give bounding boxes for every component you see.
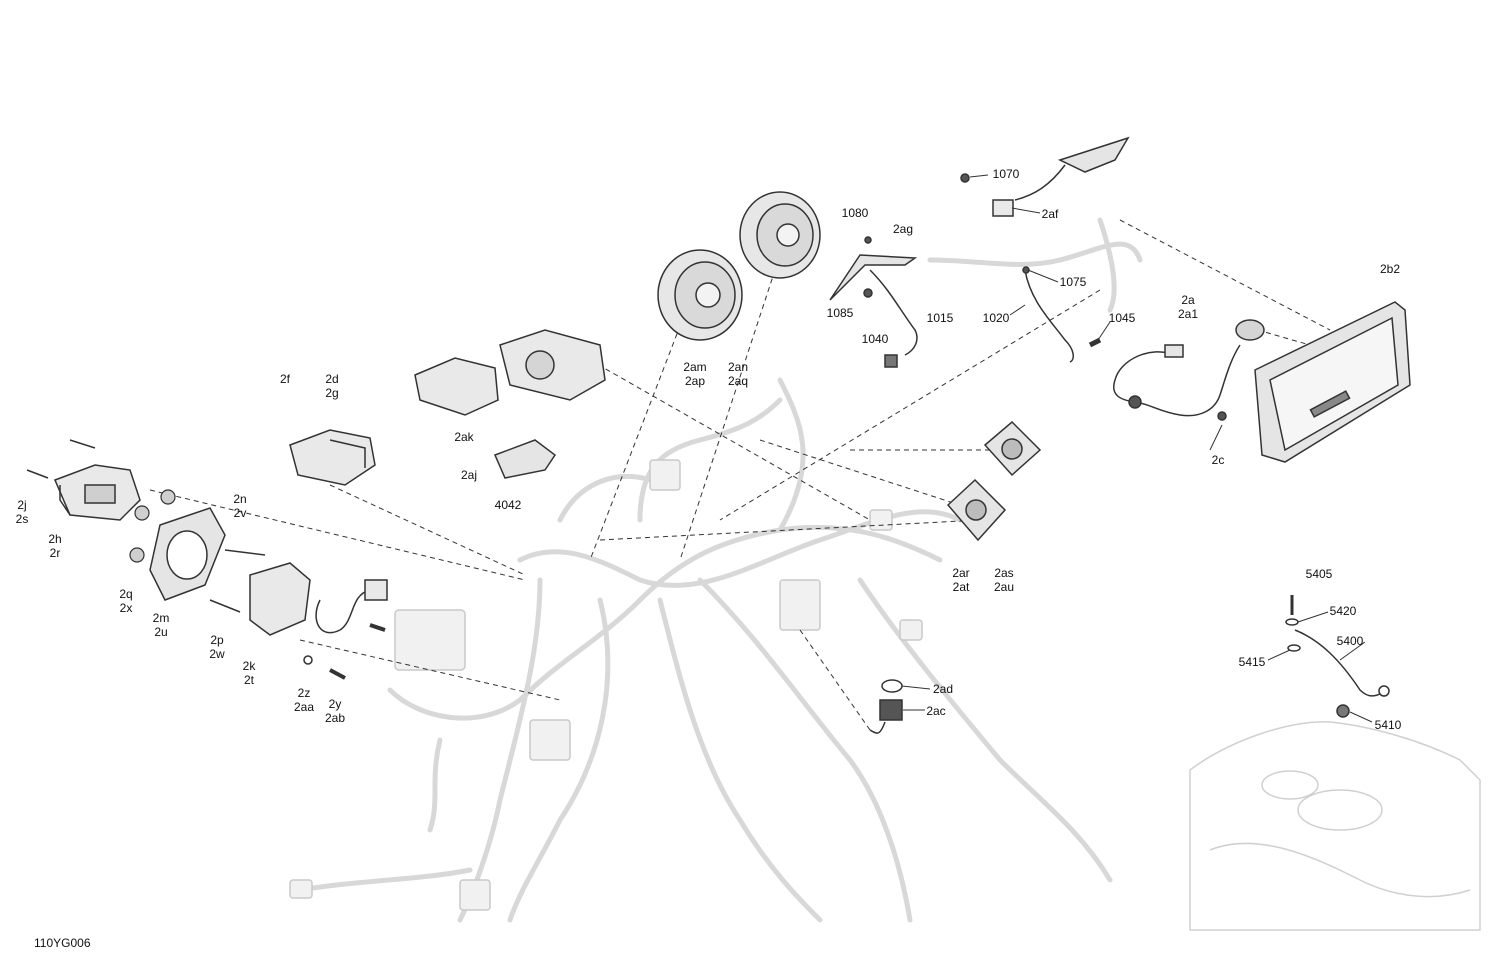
callout-1020: 1020 bbox=[982, 311, 1010, 325]
fasteners-left bbox=[26, 439, 386, 680]
grommets bbox=[129, 489, 176, 563]
bracket-2aj bbox=[493, 439, 557, 479]
callout-ticks bbox=[901, 174, 1373, 723]
amplifier-2d bbox=[289, 429, 376, 486]
callout-5420: 5420 bbox=[1329, 604, 1357, 618]
callout-5400: 5400 bbox=[1336, 634, 1364, 648]
callout-1045: 1045 bbox=[1108, 311, 1136, 325]
callout-2af: 2af bbox=[1041, 207, 1059, 221]
leader-lines bbox=[149, 219, 1331, 731]
speaker-mount-2ar bbox=[946, 478, 1007, 542]
callout-2ad: 2ad bbox=[932, 682, 954, 696]
callout-5405: 5405 bbox=[1305, 567, 1333, 581]
callout-2f: 2f bbox=[279, 372, 291, 386]
callout-5415: 5415 bbox=[1238, 655, 1266, 669]
amplifier-upper bbox=[414, 329, 606, 416]
callout-1070: 1070 bbox=[992, 167, 1020, 181]
usb-cable-2a bbox=[1113, 319, 1265, 421]
ground-cable-1020 bbox=[1022, 266, 1102, 363]
bracket-2m bbox=[149, 507, 226, 601]
harness-connectors bbox=[289, 459, 923, 911]
speaker-2an bbox=[739, 191, 821, 279]
callout-1015: 1015 bbox=[926, 311, 954, 325]
antenna-2ag bbox=[829, 236, 918, 368]
callout-1085: 1085 bbox=[826, 306, 854, 320]
diagram-code: 110YG006 bbox=[34, 936, 91, 950]
callout-2c: 2c bbox=[1211, 453, 1225, 467]
speaker-2am bbox=[657, 249, 743, 341]
callout-5410: 5410 bbox=[1374, 718, 1402, 732]
speaker-mount-upper bbox=[983, 420, 1042, 477]
power-socket-2ac bbox=[869, 679, 903, 734]
gps-2af bbox=[960, 136, 1130, 217]
callout-2ak: 2ak bbox=[454, 430, 474, 444]
amplifier-2h bbox=[54, 464, 141, 521]
speaker-cable bbox=[315, 579, 388, 634]
wiring-harness bbox=[297, 217, 1143, 923]
callout-4042: 4042 bbox=[494, 498, 522, 512]
callout-2ac: 2ac bbox=[926, 704, 946, 718]
callout-1040: 1040 bbox=[861, 332, 889, 346]
callout-2b2: 2b2 bbox=[1379, 262, 1401, 276]
callout-1080: 1080 bbox=[841, 206, 869, 220]
display-2b2 bbox=[1254, 301, 1411, 463]
ground-strap-5400 bbox=[1285, 595, 1390, 718]
callout-1075: 1075 bbox=[1059, 275, 1087, 289]
fuel-tank bbox=[1189, 721, 1481, 931]
callout-2aj: 2aj bbox=[460, 468, 478, 482]
amplifier-2k bbox=[249, 562, 311, 636]
callout-2ag: 2ag bbox=[892, 222, 914, 236]
